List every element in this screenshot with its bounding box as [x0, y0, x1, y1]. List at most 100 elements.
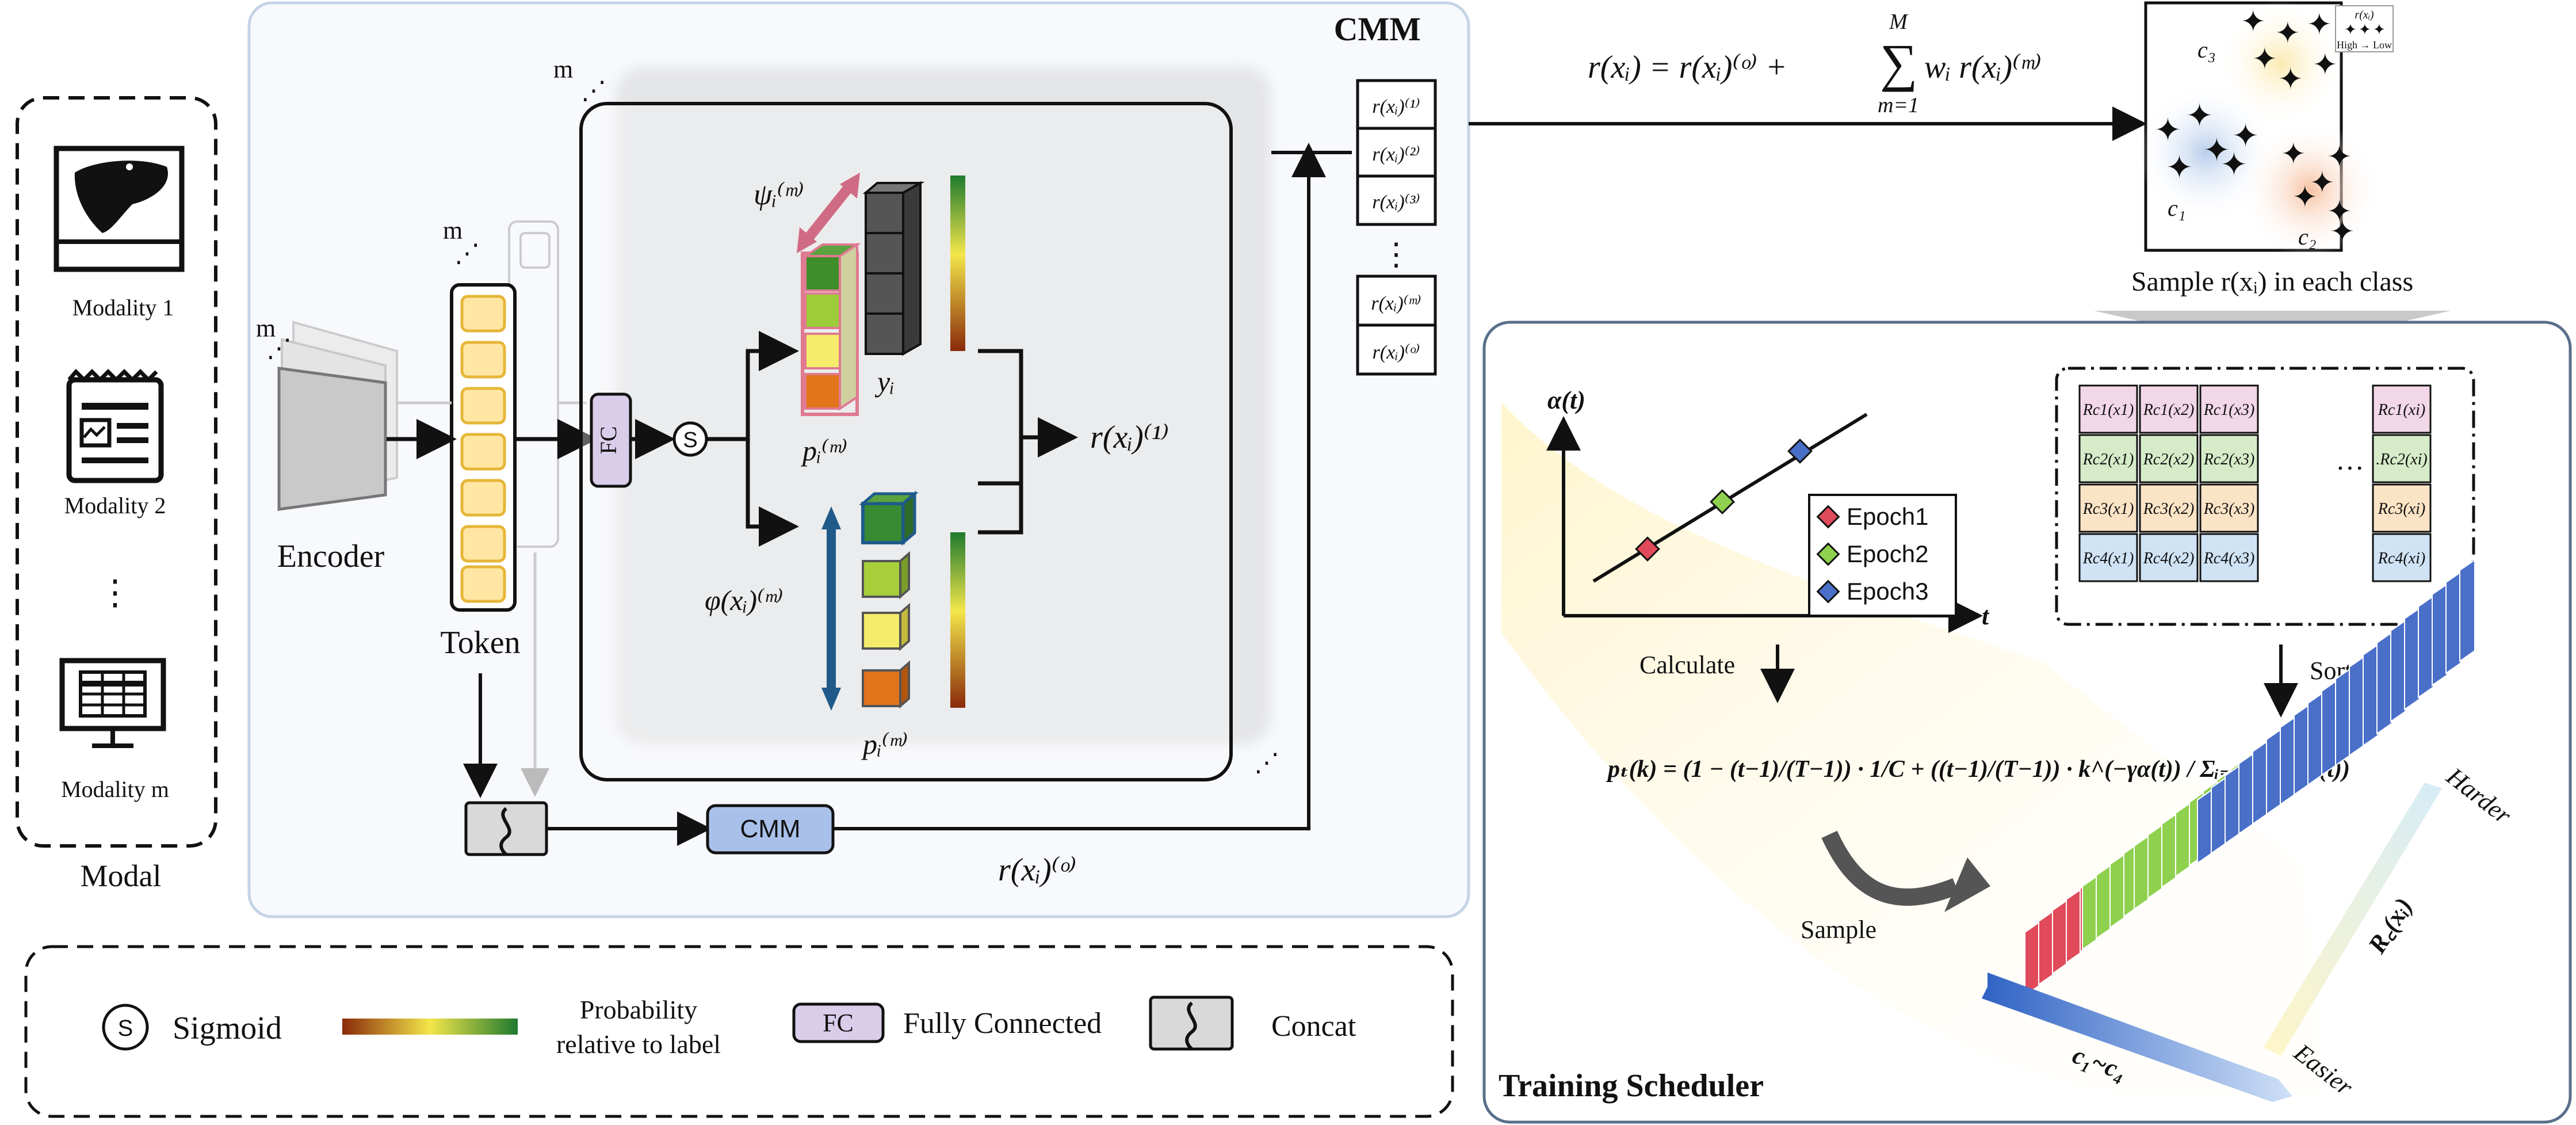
training-panel: Training Scheduler α(t) t Epoch1 Epoch2 …	[1482, 321, 2572, 1124]
rank-cell-text: Rc2(x3)	[2203, 451, 2255, 468]
difficulty-card	[2266, 728, 2282, 815]
m-mark-module: m	[553, 55, 573, 83]
difficulty-card	[2147, 823, 2164, 899]
difficulty-card	[2161, 813, 2177, 888]
sample-label: Sample	[1801, 916, 1876, 944]
encoder-block: m ⋰	[256, 314, 398, 511]
rank-cell-text: Rc3(x2)	[2143, 500, 2195, 518]
difficulty-card	[2134, 834, 2150, 910]
concat-legend-label: Concat	[1271, 1010, 1356, 1043]
rank-cell	[2372, 384, 2432, 434]
sum-bottom: m=1	[1878, 93, 1919, 117]
difficulty-card	[2038, 910, 2054, 986]
formula-top: r(xᵢ) = r(xᵢ)⁽ᵒ⁾ + ∑ M m=1 wᵢ r(xᵢ)⁽ᵐ⁾	[1588, 10, 2042, 117]
prob-cubes-top	[801, 242, 861, 416]
svg-text:✦: ✦	[2232, 119, 2259, 154]
class-axis-arrow	[1982, 973, 2292, 1102]
svg-text:✦: ✦	[2252, 43, 2277, 76]
r-stack-3: r(xᵢ)⁽³⁾	[1372, 192, 1420, 213]
y-label: yᵢ	[874, 365, 895, 398]
report-icon	[66, 368, 164, 483]
modal-title: Modal	[81, 859, 162, 893]
svg-text:✦: ✦	[2307, 9, 2332, 41]
svg-text:⋰: ⋰	[581, 77, 606, 105]
rank-cell	[2078, 533, 2138, 582]
legend-epoch2: Epoch2	[1847, 540, 1928, 567]
p-label-top: pᵢ⁽ᵐ⁾	[801, 434, 847, 467]
svg-text:⋰: ⋰	[454, 239, 480, 268]
m-mark: m	[256, 314, 276, 342]
difficulty-card	[2252, 740, 2268, 825]
training-title: Training Scheduler	[1499, 1068, 1764, 1104]
fc-legend-icon	[792, 1002, 885, 1043]
r-stack-o: r(xᵢ)⁽ᵒ⁾	[1373, 342, 1420, 363]
difficulty-card	[2294, 704, 2310, 796]
rank-cell	[2078, 384, 2138, 434]
difficulty-card	[2052, 899, 2068, 975]
svg-text:✦: ✦	[2327, 196, 2352, 228]
svg-text:✦: ✦	[2344, 21, 2357, 38]
svg-text:⋰: ⋰	[1254, 749, 1279, 777]
rank-cell-text: Rc4(xi)	[2378, 550, 2425, 567]
svg-text:✦: ✦	[2330, 216, 2355, 249]
prob-legend-bar	[342, 1019, 518, 1035]
prob-legend-line2: relative to label	[556, 1029, 721, 1059]
cluster-label-c1: c₁	[2168, 195, 2186, 221]
formula-rhs: wᵢ r(xᵢ)⁽ᵐ⁾	[1924, 49, 2042, 85]
r-stack: r(xᵢ)⁽¹⁾ r(xᵢ)⁽²⁾ r(xᵢ)⁽³⁾ ⋮ r(xᵢ)⁽ᵐ⁾ r(…	[1356, 79, 1437, 376]
difficulty-card	[2175, 802, 2191, 878]
rank-cell-text: Rc4(x1)	[2082, 550, 2134, 567]
p-label-bottom: pᵢ⁽ᵐ⁾	[861, 728, 908, 760]
token-column	[450, 283, 517, 612]
difficulty-card	[2432, 583, 2448, 687]
difficulty-card	[2280, 716, 2296, 806]
svg-text:✦: ✦	[2186, 98, 2213, 134]
prob-bar-top	[950, 176, 965, 351]
r-stack-m: r(xᵢ)⁽ᵐ⁾	[1371, 293, 1421, 314]
fc-label: FC	[595, 426, 621, 455]
rank-table-dots: ···	[2336, 452, 2364, 484]
rank-table	[2055, 367, 2475, 626]
difficulty-card	[2390, 619, 2406, 723]
rank-cell	[2372, 483, 2432, 533]
liver-icon	[53, 146, 185, 272]
difficulty-card	[2321, 680, 2337, 776]
sum-top: M	[1889, 10, 1909, 34]
encoder-label: Encoder	[277, 539, 385, 574]
difficulty-card	[2459, 559, 2475, 662]
difficulty-card	[2066, 888, 2082, 964]
rank-cell	[2199, 384, 2259, 434]
r-o-label: r(xᵢ)⁽ᵒ⁾	[998, 852, 1076, 888]
cluster-label-c3: c₃	[2197, 37, 2216, 63]
svg-text:✦: ✦	[2203, 133, 2230, 169]
rank-cell-text: Rc1(x1)	[2082, 401, 2134, 419]
r-stack-2: r(xᵢ)⁽²⁾	[1372, 144, 1420, 165]
prob-bar-bottom	[950, 532, 965, 708]
svg-text:✦: ✦	[2359, 21, 2371, 38]
r-stack-dots: ⋮	[1381, 237, 1412, 272]
modal-panel: Modality 1 Modality 2 ⋮ Modality m	[16, 96, 217, 848]
legend-epoch1: Epoch1	[1847, 503, 1928, 530]
difficulty-card	[2211, 776, 2227, 855]
t-axis-label: t	[1982, 602, 1990, 630]
rank-cell	[2139, 533, 2199, 582]
cluster-legend-scale: High → Low	[2337, 39, 2392, 51]
modal-ellipsis: ⋮	[98, 574, 132, 612]
r-stack-1: r(xᵢ)⁽¹⁾	[1372, 96, 1420, 117]
svg-text:✦: ✦	[2241, 6, 2266, 39]
rank-cell-text: Rc4(x2)	[2143, 550, 2195, 567]
difficulty-card	[2418, 595, 2434, 699]
difficulty-card	[2225, 764, 2241, 845]
difficulty-card	[2349, 655, 2365, 757]
difficulty-card	[2376, 631, 2392, 735]
rank-cell-text: Rc2(x1)	[2082, 451, 2134, 468]
cmm-block-label: CMM	[740, 815, 800, 843]
sum-symbol: ∑	[1880, 33, 1918, 92]
difficulty-card	[2096, 864, 2112, 940]
rank-cell	[2372, 434, 2432, 483]
svg-text:✦: ✦	[2373, 21, 2386, 38]
difficulty-card	[2363, 643, 2379, 747]
svg-text:✦: ✦	[2292, 181, 2318, 214]
formula-lhs: r(xᵢ) = r(xᵢ)⁽ᵒ⁾ +	[1588, 49, 1787, 85]
